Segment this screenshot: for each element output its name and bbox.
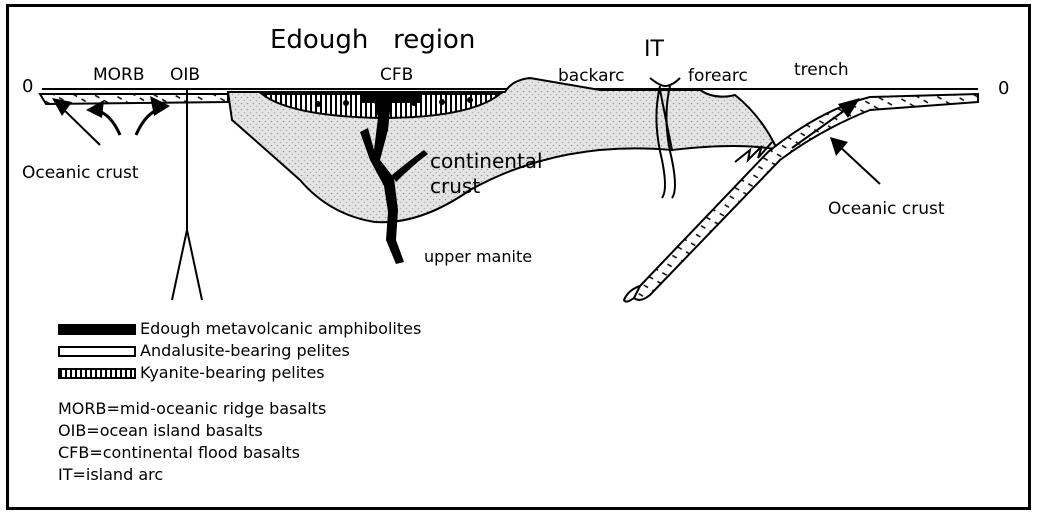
legend-label: Andalusite-bearing pelites [140, 340, 350, 362]
morb-label: MORB [93, 65, 145, 85]
abbreviation-list: MORB=mid-oceanic ridge basalts OIB=ocean… [58, 398, 326, 486]
abbreviation-it: IT=island arc [58, 464, 326, 486]
legend-label: Edough metavolcanic amphibolites [140, 318, 421, 340]
oceanic-crust-left-label: Oceanic crust [22, 163, 139, 183]
andalusite-dot [343, 100, 349, 106]
sea-level-left: 0 [22, 76, 33, 97]
sea-level-right: 0 [998, 78, 1009, 99]
andalusite-dot [439, 99, 445, 105]
trench-label: trench [794, 60, 849, 80]
arc-crust [660, 90, 780, 150]
legend: Edough metavolcanic amphibolites Andalus… [58, 318, 421, 384]
morb-convection-arrows [94, 108, 162, 135]
oib-label: OIB [170, 65, 200, 85]
legend-item-kyanite: Kyanite-bearing pelites [58, 362, 421, 384]
andalusite-dot [467, 97, 473, 103]
arrowhead [830, 137, 848, 156]
vertical-lines-swatch [58, 368, 136, 379]
empty-swatch [58, 346, 136, 357]
andalusite-dot [315, 101, 321, 107]
oceanic-crust-right-label: Oceanic crust [828, 199, 945, 219]
legend-label: Kyanite-bearing pelites [140, 362, 325, 384]
legend-item-andalusite: Andalusite-bearing pelites [58, 340, 421, 362]
backarc-label: backarc [558, 66, 624, 86]
crust-label: crust [430, 174, 480, 198]
cfb-sill [360, 95, 420, 103]
abbreviation-oib: OIB=ocean island basalts [58, 420, 326, 442]
abbreviation-cfb: CFB=continental flood basalts [58, 442, 326, 464]
upper-mantle-label: upper manite [424, 247, 532, 266]
diagram-title: Edough region [270, 25, 475, 55]
it-label: IT [644, 37, 664, 62]
solid-swatch [58, 324, 136, 335]
abbreviation-morb: MORB=mid-oceanic ridge basalts [58, 398, 326, 420]
oib-plume [172, 88, 202, 300]
legend-item-amphibolites: Edough metavolcanic amphibolites [58, 318, 421, 340]
cfb-label: CFB [380, 65, 413, 85]
continental-label: continental [430, 149, 543, 173]
forearc-label: forearc [688, 66, 748, 86]
